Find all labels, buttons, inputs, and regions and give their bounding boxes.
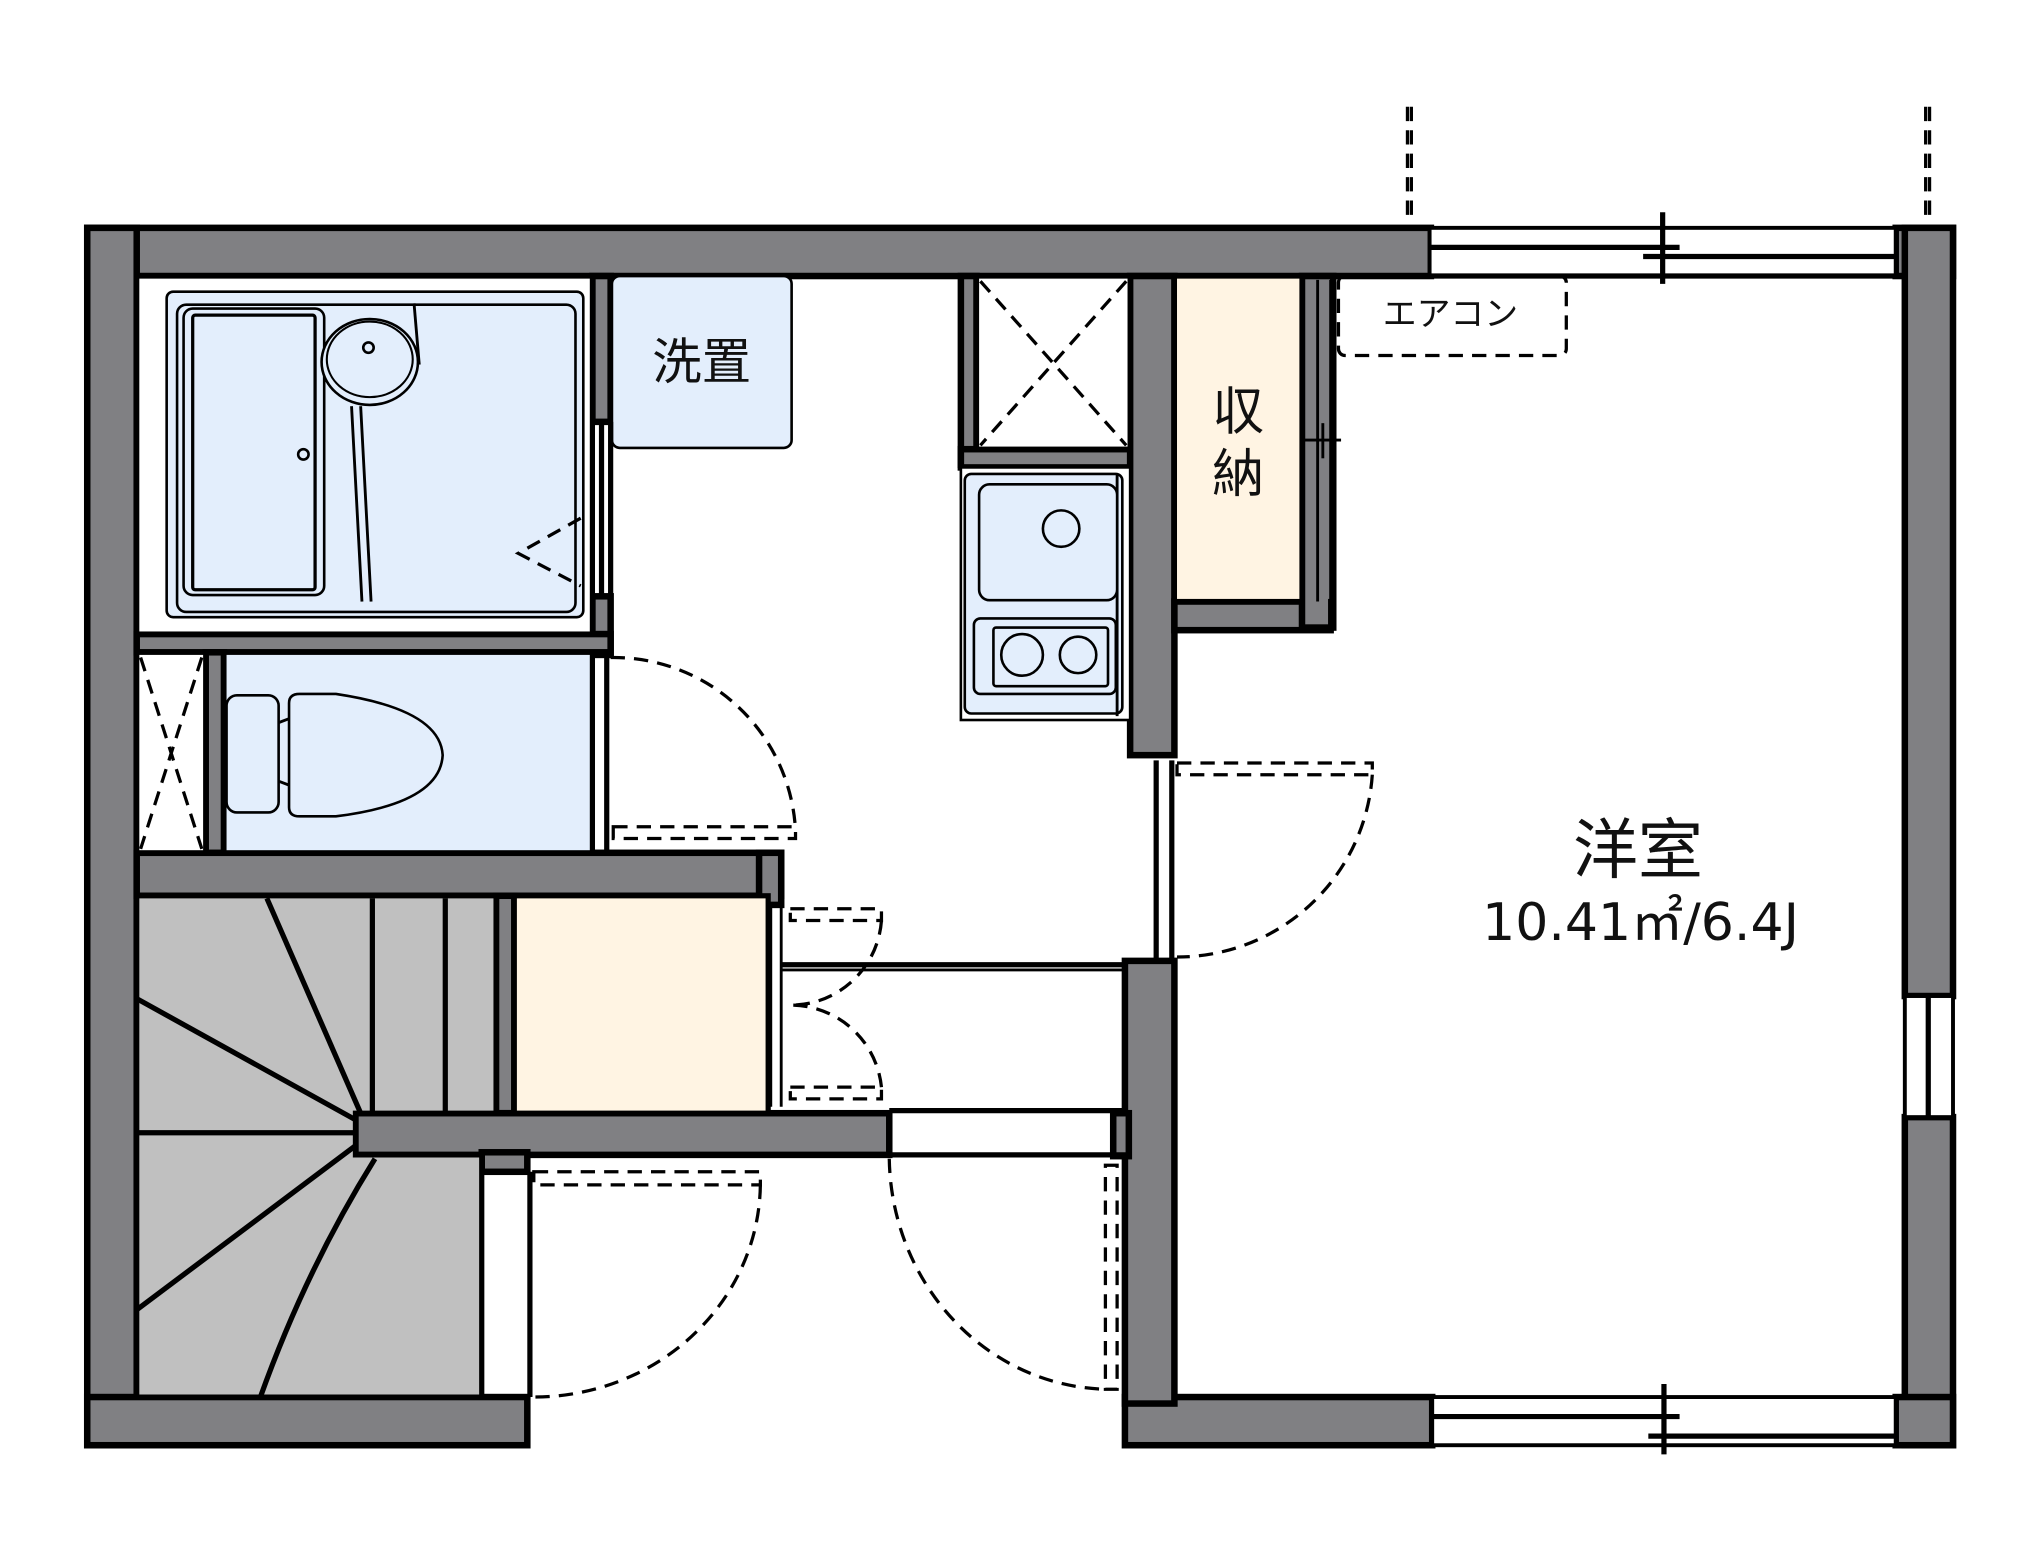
door-toilet [610, 655, 798, 841]
closet-label-1: 収 [1212, 383, 1264, 443]
balcony-guides [1405, 106, 1932, 222]
stairs [134, 893, 499, 1400]
closet: 収 納 [1171, 273, 1342, 605]
window-right [1902, 994, 1955, 1120]
shoe-storage [511, 893, 884, 1116]
closet-label-2: 納 [1212, 445, 1264, 505]
window-top [1427, 212, 1898, 284]
washer-label: 洗置 [652, 333, 751, 391]
aircon-label: エアコン [1383, 295, 1518, 334]
hall-door [887, 1158, 1119, 1391]
kitchen-unit [959, 466, 1132, 722]
western-room: 洋室 10.41㎡/6.4J [1171, 273, 1908, 997]
washer-space: 洗置 [610, 274, 793, 450]
pipe-shaft-top [973, 273, 1133, 452]
window-bottom [1430, 1384, 1898, 1455]
aircon: エアコン [1336, 274, 1568, 358]
room-name: 洋室 [1573, 813, 1703, 888]
unit-bath [134, 273, 596, 637]
door-western-room [1153, 760, 1374, 961]
toilet-room [221, 649, 610, 856]
room-area: 10.41㎡/6.4J [1482, 893, 1799, 953]
pipe-shaft-left [134, 649, 209, 856]
entrance-door [527, 1170, 762, 1399]
